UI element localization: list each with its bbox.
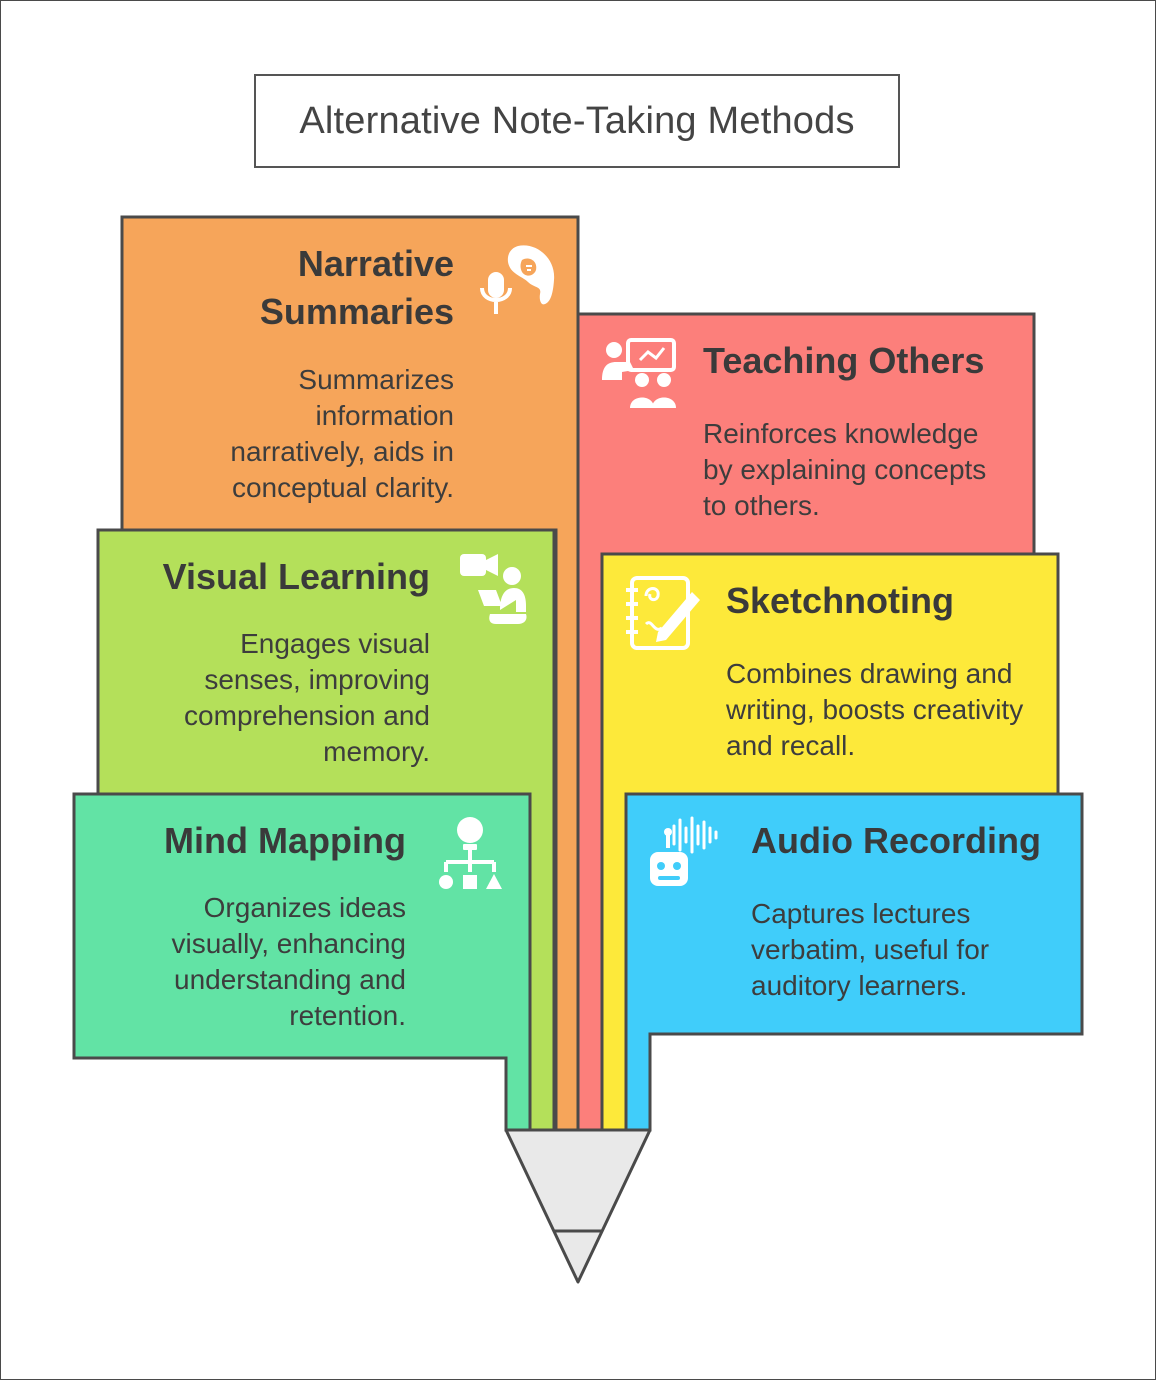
- visual-heading: Visual Learning: [162, 556, 430, 597]
- video-learner-icon: [460, 554, 527, 624]
- teaching-description: Reinforces knowledge by explaining conce…: [703, 418, 987, 521]
- narrative-description: Summarizes information narratively, aids…: [230, 364, 454, 503]
- narrative-heading: Narrative Summaries: [259, 243, 454, 332]
- audio-description: Captures lectures verbatim, useful for a…: [751, 898, 990, 1001]
- title-box: Alternative Note-Taking Methods: [254, 74, 900, 168]
- pencil-tip: [504, 1128, 652, 1284]
- idea-map-icon: [439, 817, 502, 889]
- teaching-heading: Teaching Others: [703, 340, 985, 381]
- page-title: Alternative Note-Taking Methods: [299, 99, 855, 142]
- audio-heading: Audio Recording: [751, 820, 1041, 861]
- visual-description: Engages visual senses, improving compreh…: [184, 628, 430, 767]
- mind-heading: Mind Mapping: [164, 820, 406, 861]
- mind-description: Organizes ideas visually, enhancing unde…: [171, 892, 406, 1031]
- teacher-presentation-icon: [602, 338, 676, 408]
- audio-robot-icon: [650, 816, 718, 886]
- sketch-heading: Sketchnoting: [726, 580, 955, 621]
- sketch-notebook-icon: [626, 576, 700, 650]
- voice-narration-icon: [480, 245, 555, 314]
- sketch-description: Combines drawing and writing, boosts cre…: [726, 658, 1024, 761]
